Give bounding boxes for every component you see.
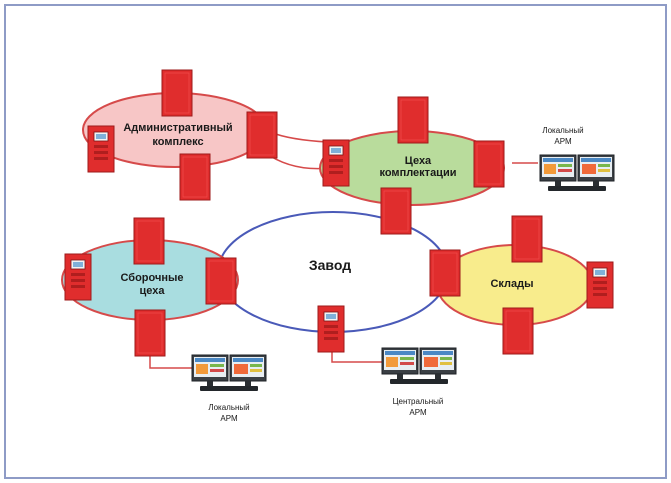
admin-panel-left (87, 125, 115, 173)
warehouse-module-left (429, 249, 461, 297)
factory-label: Завод (309, 257, 351, 273)
factory-panel-central (317, 305, 345, 353)
complect-module-bottom (380, 187, 412, 235)
assembly-module-right (205, 257, 237, 305)
complect-label-2: комплектации (380, 167, 457, 179)
warehouse-module-bottom (502, 307, 534, 355)
assembly-label-2: цеха (140, 285, 166, 297)
central-arm-label-2: АРМ (409, 408, 427, 417)
assembly-module-bottom (134, 309, 166, 357)
outer-frame (4, 4, 667, 479)
assembly-module-top (133, 217, 165, 265)
admin-module-top (161, 69, 193, 117)
complect-module-top (397, 96, 429, 144)
admin-label-1: Административный (123, 122, 232, 134)
admin-module-bottom (179, 153, 211, 201)
complect-label-1: Цеха (405, 155, 432, 167)
warehouse-panel-right (586, 261, 614, 309)
central-arm-label-1: Центральный (393, 397, 444, 406)
complect-panel-left (322, 139, 350, 187)
local-arm-right-label-2: АРМ (554, 137, 572, 146)
warehouse-label: Склады (490, 278, 533, 290)
assembly-panel-left (64, 253, 92, 301)
assembly-label-1: Сборочные (120, 272, 183, 284)
local-arm-bottom-label-1: Локальный (208, 403, 249, 412)
complect-module-right (473, 140, 505, 188)
local-arm-bottom-label-2: АРМ (220, 414, 238, 423)
warehouse-module-top (511, 215, 543, 263)
admin-label-2: комплекс (152, 136, 203, 148)
local-arm-right-label-1: Локальный (542, 126, 583, 135)
admin-module-right (246, 111, 278, 159)
